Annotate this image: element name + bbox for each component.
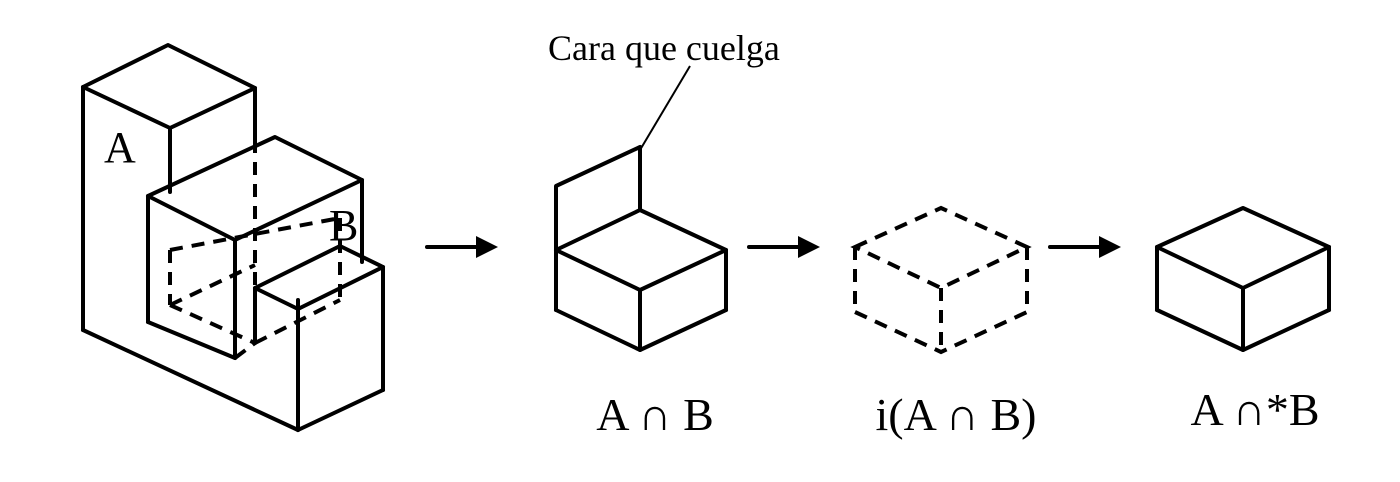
hidden-edges bbox=[168, 140, 342, 360]
front-step-block bbox=[253, 244, 385, 392]
arrow-1 bbox=[425, 236, 498, 258]
arrow-2 bbox=[747, 236, 820, 258]
callout-text: Cara que cuelga bbox=[548, 28, 780, 68]
solids-a-and-b: A B bbox=[81, 43, 385, 432]
regularized-shape bbox=[1155, 206, 1331, 352]
dangling-face-callout: Cara que cuelga bbox=[548, 28, 780, 151]
solid-b bbox=[146, 135, 364, 360]
intersection-shape bbox=[554, 145, 728, 352]
caption-intersection: A ∩ B bbox=[596, 389, 714, 440]
interior-shape bbox=[850, 205, 1032, 355]
caption-regularized: A ∩*B bbox=[1190, 384, 1319, 435]
solid-a bbox=[81, 43, 385, 432]
label-b: B bbox=[329, 201, 358, 250]
label-a: A bbox=[104, 123, 136, 172]
arrow-3 bbox=[1048, 236, 1121, 258]
caption-interior: i(A ∩ B) bbox=[876, 389, 1037, 440]
